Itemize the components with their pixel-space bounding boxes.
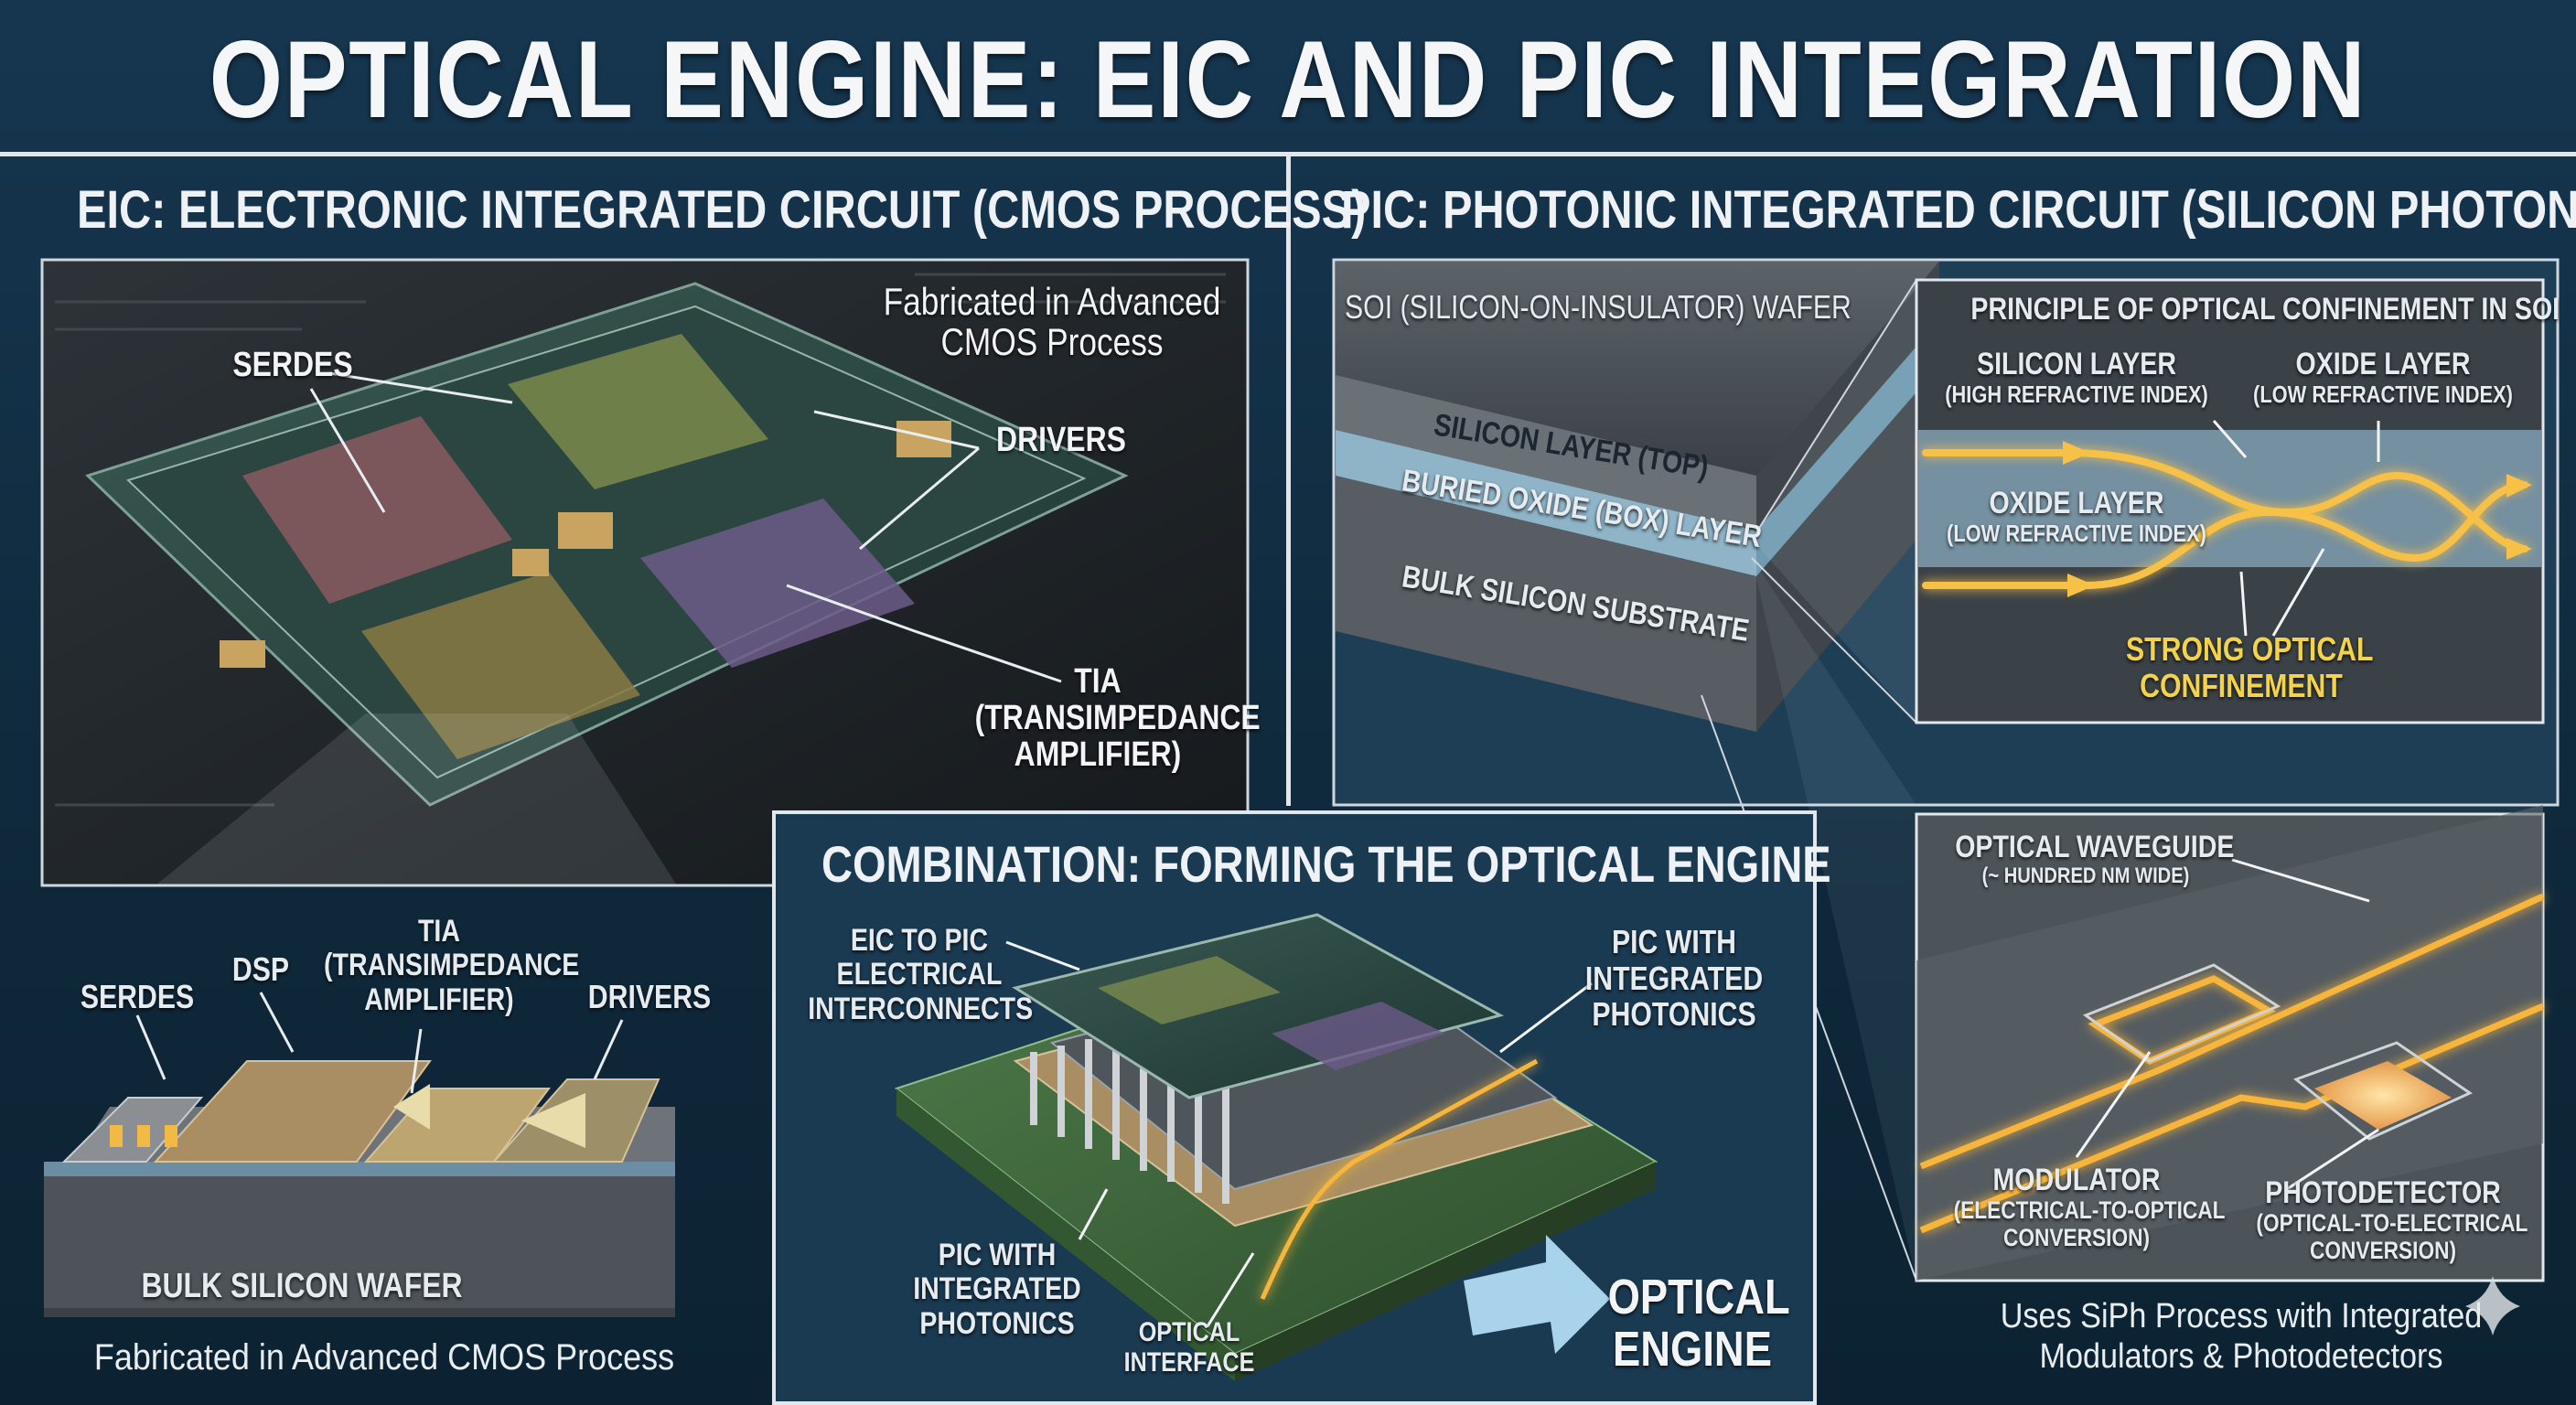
xs-drivers-label: DRIVERS — [587, 978, 712, 1015]
pic-heading-bold: PIC: — [1341, 180, 1431, 240]
combo-engine-line1: OPTICAL — [1607, 1270, 1790, 1325]
eic-caption: Fabricated in Advanced CMOS Process — [93, 1337, 675, 1378]
combo-optical-interface-line1: OPTICAL — [1138, 1317, 1240, 1347]
eic-heading-text: ELECTRONIC INTEGRATED CIRCUIT (CMOS PROC… — [177, 180, 1367, 240]
eic-drivers-label: DRIVERS — [996, 421, 1126, 459]
pic-caption-line1: Uses SiPh Process with Integrated — [2000, 1297, 2483, 1335]
device-modulator-name: MODULATOR — [1992, 1163, 2161, 1197]
eic-tia-label: TIA (TRANSIMPEDANCE AMPLIFIER) — [974, 662, 1261, 774]
vertical-divider — [1286, 156, 1291, 806]
eic-tia-line3: AMPLIFIER) — [1014, 735, 1182, 774]
title-divider — [0, 152, 2576, 156]
xs-wafer-label: BULK SILICON WAFER — [141, 1267, 463, 1305]
combo-interconnects-line3: INTERCONNECTS — [808, 991, 1034, 1026]
xs-tia-line3: AMPLIFIER) — [364, 981, 514, 1017]
eic-heading-bold: EIC: — [77, 180, 166, 240]
confinement-si-index: (HIGH REFRACTIVE INDEX) — [1945, 381, 2208, 409]
sparkle-icon — [2465, 1276, 2520, 1335]
eic-fab-note-line1: Fabricated in Advanced — [883, 280, 1221, 323]
combo-pic-top-line3: PHOTONICS — [1592, 995, 1756, 1034]
soi-wafer-title: SOI (SILICON-ON-INSULATOR) WAFER — [1345, 288, 1852, 326]
device-photodetector-name: PHOTODETECTOR — [2265, 1175, 2501, 1210]
combo-pic-bottom-label: PIC WITH INTEGRATED PHOTONICS — [905, 1238, 1089, 1341]
combo-pic-top-line2: INTEGRATED — [1584, 959, 1764, 997]
combo-pic-bottom-line2: INTEGRATED — [913, 1271, 1081, 1307]
combo-engine-line2: ENGINE — [1613, 1321, 1772, 1377]
pic-heading: PIC: PHOTONIC INTEGRATED CIRCUIT (SILICO… — [1341, 179, 2576, 241]
device-modulator-label: MODULATOR (ELECTRICAL-TO-OPTICAL CONVERS… — [1953, 1163, 2226, 1252]
combo-optical-interface-line2: INTERFACE — [1123, 1347, 1255, 1378]
confinement-oxide-top: OXIDE LAYER (LOW REFRACTIVE INDEX) — [2249, 347, 2517, 409]
eic-tia-line2: (TRANSIMPEDANCE — [974, 698, 1261, 737]
pic-caption-line2: Modulators & Photodetectors — [2039, 1336, 2443, 1376]
device-modulator-desc1: (ELECTRICAL-TO-OPTICAL — [1953, 1196, 2226, 1225]
confinement-strong-line1: STRONG OPTICAL — [2126, 630, 2374, 668]
eic-heading: EIC: ELECTRONIC INTEGRATED CIRCUIT (CMOS… — [77, 179, 1366, 241]
xs-serdes-label: SERDES — [80, 978, 195, 1015]
combo-interconnects-label: EIC TO PIC ELECTRICAL INTERCONNECTS — [808, 923, 1034, 1026]
combo-optical-interface-label: OPTICAL INTERFACE — [1112, 1317, 1266, 1378]
confinement-oxide-mid-index: (LOW REFRACTIVE INDEX) — [1947, 520, 2206, 548]
xs-tia-line1: TIA — [417, 914, 461, 949]
combo-pic-top-line1: PIC WITH — [1611, 923, 1737, 960]
device-photodetector-desc2: CONVERSION) — [2309, 1237, 2457, 1265]
device-waveguide-label: OPTICAL WAVEGUIDE (~ HUNDRED NM WIDE) — [1955, 830, 2235, 889]
device-modulator-desc2: CONVERSION) — [2002, 1224, 2151, 1252]
eic-serdes-label: SERDES — [232, 346, 353, 384]
device-photodetector-desc1: (OPTICAL-TO-ELECTRICAL — [2256, 1209, 2528, 1238]
eic-fab-note-line2: CMOS Process — [940, 320, 1164, 364]
eic-cross-section — [44, 992, 675, 1317]
confinement-strong: STRONG OPTICAL CONFINEMENT — [2126, 630, 2374, 704]
confinement-oxide-mid-name: OXIDE LAYER — [1989, 486, 2164, 520]
confinement-oxide-top-index: (LOW REFRACTIVE INDEX) — [2253, 381, 2513, 409]
device-waveguide-name: OPTICAL WAVEGUIDE — [1955, 830, 2235, 864]
eic-tia-line1: TIA — [1074, 662, 1122, 701]
combo-pic-bottom-line1: PIC WITH — [938, 1238, 1057, 1272]
combo-heading: COMBINATION: FORMING THE OPTICAL ENGINE — [821, 835, 1831, 893]
xs-dsp-label: DSP — [231, 950, 290, 988]
eic-fab-note: Fabricated in Advanced CMOS Process — [875, 280, 1229, 364]
combination-panel — [772, 810, 1817, 1405]
combo-interconnects-line1: EIC TO PIC — [850, 923, 989, 958]
eic-chip-photo — [40, 258, 1250, 887]
confinement-si-layer: SILICON LAYER (HIGH REFRACTIVE INDEX) — [1938, 347, 2215, 409]
confinement-strong-line2: CONFINEMENT — [2140, 666, 2343, 704]
devices-inset — [1915, 805, 2545, 1282]
device-photodetector-label: PHOTODETECTOR (OPTICAL-TO-ELECTRICAL CON… — [2256, 1175, 2528, 1265]
combo-engine-label: OPTICAL ENGINE — [1607, 1270, 1790, 1377]
xs-tia-label: TIA (TRANSIMPEDANCE AMPLIFIER) — [324, 914, 580, 1017]
confinement-inset — [1915, 278, 2545, 724]
xs-tia-line2: (TRANSIMPEDANCE — [324, 948, 580, 983]
device-waveguide-width: (~ HUNDRED NM WIDE) — [1981, 863, 2190, 889]
pic-caption: Uses SiPh Process with Integrated Modula… — [1953, 1297, 2529, 1377]
confinement-oxide-top-name: OXIDE LAYER — [2295, 347, 2471, 381]
main-title: OPTICAL ENGINE: EIC AND PIC INTEGRATION — [209, 18, 2367, 141]
pic-heading-text: PHOTONIC INTEGRATED CIRCUIT (SILICON PHO… — [1442, 180, 2576, 240]
confinement-oxide-mid: OXIDE LAYER (LOW REFRACTIVE INDEX) — [1938, 486, 2215, 548]
confinement-title: PRINCIPLE OF OPTICAL CONFINEMENT IN SOI — [1970, 292, 2560, 327]
combo-pic-bottom-line3: PHOTONICS — [919, 1305, 1075, 1341]
combo-interconnects-line2: ELECTRICAL — [836, 957, 1003, 992]
confinement-si-name: SILICON LAYER — [1977, 347, 2176, 381]
combo-pic-top-label: PIC WITH INTEGRATED PHOTONICS — [1574, 924, 1774, 1033]
